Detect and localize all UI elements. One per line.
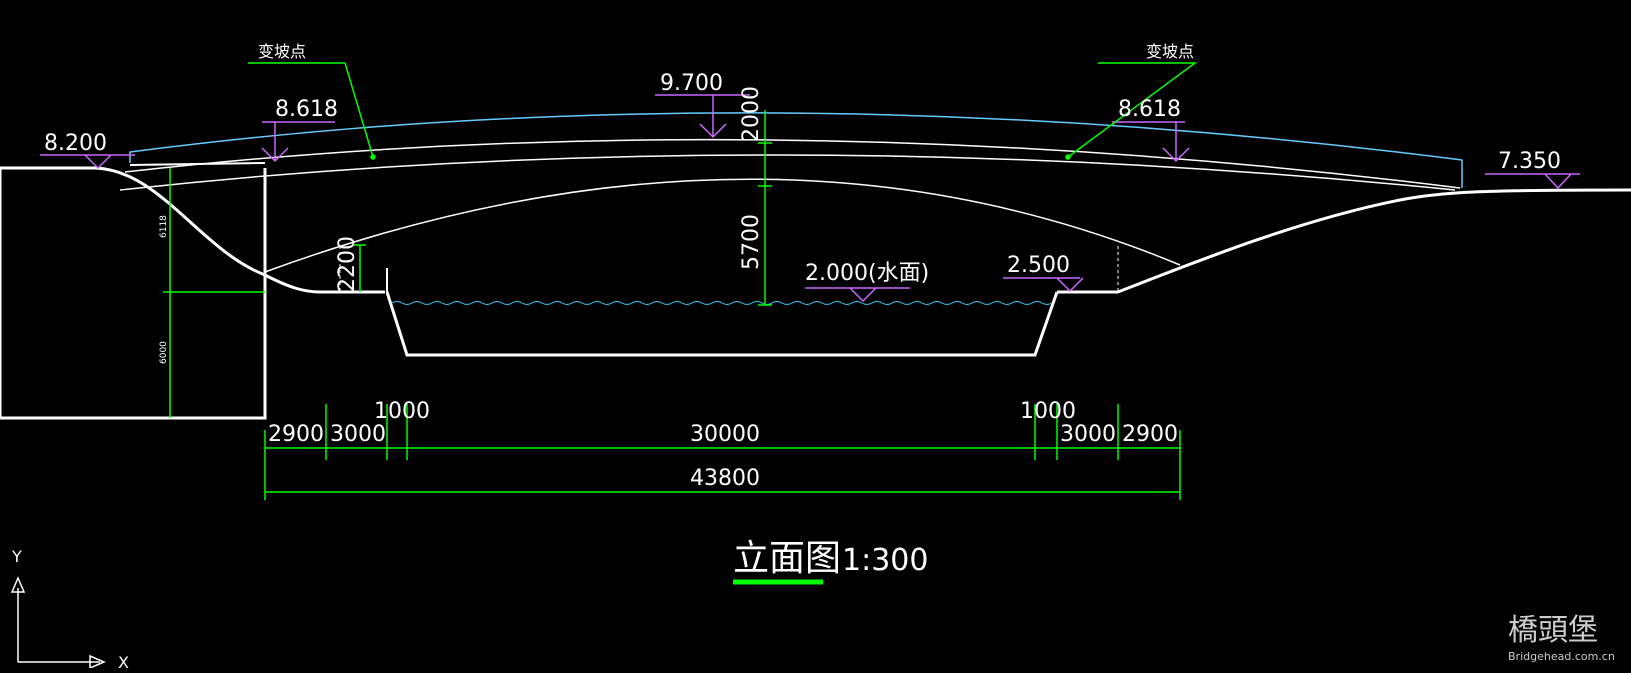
hdim-total: 43800 (690, 466, 760, 491)
watermark-site: Bridgehead.com.cn (1508, 650, 1615, 663)
hdim-seg-5: 1000 (1020, 399, 1076, 424)
elev-marker-left-break (261, 121, 335, 163)
hdim-seg-4: 30000 (690, 422, 760, 447)
left-wing (129, 162, 266, 166)
bridge-structure (0, 138, 1631, 420)
elev-marker-water (805, 287, 910, 303)
left-ground-line (0, 166, 385, 294)
vdim-left-low: 2200 (335, 236, 360, 292)
watermark-logo: 橋頭堡 (1508, 613, 1598, 648)
deck-top-line (129, 112, 1463, 188)
vdim-left-tall-top: 6118 (159, 215, 169, 238)
ucs-icon (10, 576, 106, 670)
ucs-x-label: X (118, 653, 129, 668)
elev-marker-right-bank (1003, 277, 1084, 293)
elev-right-bank: 2.500 (1007, 253, 1070, 278)
elevation-markers (40, 94, 1580, 303)
dimension-lines (163, 110, 1181, 585)
elev-marker-crown (655, 94, 750, 139)
vdim-arch-rise: 5700 (739, 214, 764, 270)
callouts (248, 62, 1198, 160)
elev-left-end: 8.200 (44, 131, 107, 156)
left-abutment (0, 168, 267, 420)
elev-right-end: 7.350 (1498, 149, 1561, 174)
text-layer: 变坡点 变坡点 8.200 8.618 9.700 8.618 7.350 2.… (11, 42, 1615, 672)
callout-leader-right (1067, 62, 1198, 158)
water-surface (391, 301, 1053, 305)
ucs-y-label: Y (11, 547, 22, 566)
deck-bottom-line (119, 154, 1456, 191)
elev-marker-left-end (40, 154, 135, 170)
hdim-seg-2: 3000 (330, 422, 386, 447)
vdim-crown-height: 2000 (739, 86, 764, 142)
right-ground-line (1057, 188, 1631, 294)
hdim-seg-7: 2900 (1122, 422, 1178, 447)
deck-middle-line (124, 138, 1461, 189)
elev-marker-right-break (1112, 121, 1190, 163)
hdim-seg-6: 3000 (1060, 422, 1116, 447)
elev-water: 2.000(水面) (805, 261, 929, 286)
elev-right-break: 8.618 (1118, 97, 1181, 122)
drawing-title: 立面图 (733, 538, 841, 579)
hdim-seg-3: 1000 (374, 399, 430, 424)
callout-leader-left (248, 62, 374, 158)
drawing-scale: 1:300 (842, 543, 928, 578)
elev-marker-right-end (1485, 173, 1580, 190)
callout-label-left: 变坡点 (258, 42, 306, 61)
hdim-seg-1: 2900 (268, 422, 324, 447)
vdim-left-tall-bottom: 6000 (159, 341, 169, 364)
elev-crown: 9.700 (660, 71, 723, 96)
callout-label-right: 变坡点 (1146, 42, 1194, 61)
arch-intrados (264, 178, 1181, 273)
river-channel (385, 291, 1059, 357)
elev-left-break: 8.618 (275, 97, 338, 122)
